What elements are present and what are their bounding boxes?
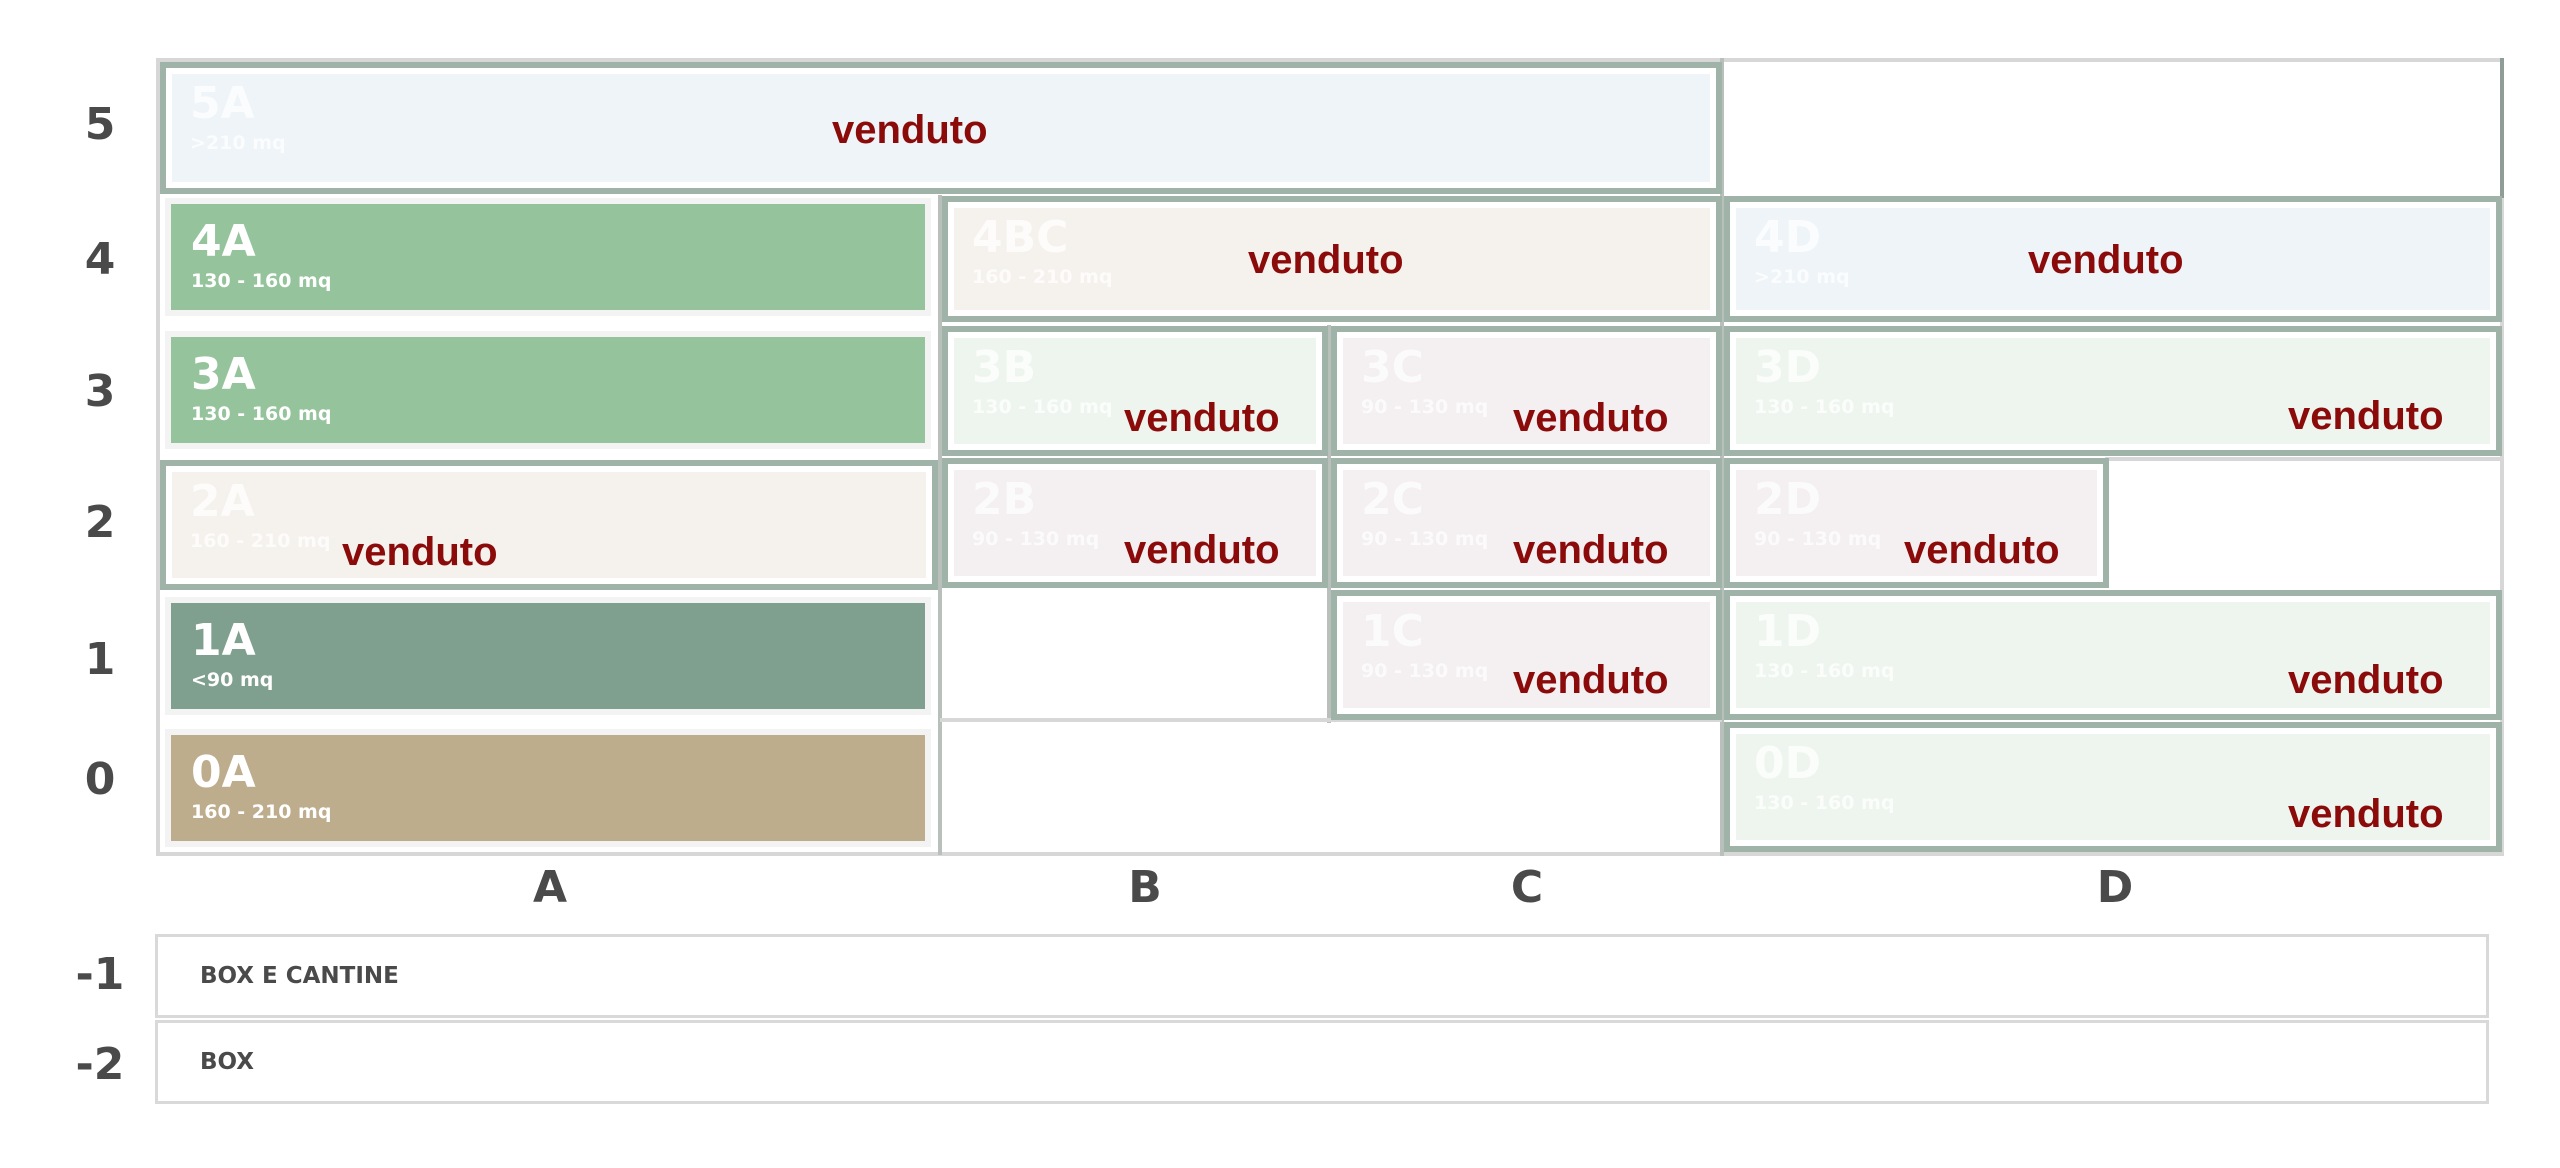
unit-code: 5A [190,78,255,129]
unit-code: 4BC [972,212,1069,263]
column-label-d: D [2096,862,2134,913]
floor-label-5: 5 [84,99,116,150]
unit-2C[interactable]: 2C 90 - 130 mq venduto [1331,458,1722,588]
unit-size: 90 - 130 mq [1361,660,1489,682]
basement-label: BOX E CANTINE [200,963,399,989]
unit-code: 3B [972,342,1037,393]
column-divider-cd [1720,58,1724,856]
unit-3B[interactable]: 3B 130 - 160 mq venduto [942,326,1328,456]
unit-2D[interactable]: 2D 90 - 130 mq venduto [1724,458,2109,588]
sold-tag: venduto [1124,528,1280,572]
basement-row-minus-2[interactable]: BOX [155,1020,2489,1104]
unit-0A[interactable]: 0A 160 - 210 mq [165,729,931,847]
unit-5A[interactable]: 5A >210 mq venduto [160,62,1722,194]
unit-1D[interactable]: 1D 130 - 160 mq venduto [1724,590,2502,720]
unit-size: 90 - 130 mq [1361,396,1489,418]
unit-code: 2B [972,474,1037,525]
sold-tag: venduto [342,530,498,574]
unit-code: 1D [1754,606,1822,657]
floor-label-1: 1 [84,634,116,685]
floor-label-minus-1: -1 [75,949,125,1000]
unit-size: >210 mq [190,132,286,154]
unit-size: 90 - 130 mq [1361,528,1489,550]
column-label-a: A [532,862,568,913]
unit-code: 2D [1754,474,1822,525]
unit-0D[interactable]: 0D 130 - 160 mq venduto [1724,722,2502,852]
unit-size: 130 - 160 mq [1754,660,1895,682]
column-label-b: B [1128,862,1162,913]
unit-3D[interactable]: 3D 130 - 160 mq venduto [1724,326,2502,456]
unit-code: 0D [1754,738,1822,789]
unit-size: 130 - 160 mq [191,270,332,292]
floor-label-minus-2: -2 [75,1039,125,1090]
basement-row-minus-1[interactable]: BOX E CANTINE [155,934,2489,1018]
floor-label-4: 4 [84,234,116,285]
floor-label-0: 0 [84,754,116,805]
unit-size: 90 - 130 mq [972,528,1100,550]
unit-code: 1A [191,615,256,666]
column-label-c: C [1510,862,1544,913]
unit-code: 4A [191,216,256,267]
unit-2A[interactable]: 2A 160 - 210 mq venduto [160,460,938,590]
unit-size: 130 - 160 mq [191,403,332,425]
unit-1C[interactable]: 1C 90 - 130 mq venduto [1331,590,1722,720]
unit-code: 3C [1361,342,1424,393]
unit-4BC[interactable]: 4BC 160 - 210 mq venduto [942,196,1722,322]
floor-label-3: 3 [84,366,116,417]
sold-tag: venduto [2288,792,2444,836]
unit-3C[interactable]: 3C 90 - 130 mq venduto [1331,326,1722,456]
unit-code: 3D [1754,342,1822,393]
unit-code: 1C [1361,606,1424,657]
unit-1A[interactable]: 1A <90 mq [165,597,931,715]
unit-code: 4D [1754,212,1822,263]
column-divider-bc [1327,325,1331,723]
unit-4A[interactable]: 4A 130 - 160 mq [165,198,931,316]
unit-code: 0A [191,747,256,798]
unit-size: 90 - 130 mq [1754,528,1882,550]
unit-size: <90 mq [191,669,274,691]
column-divider-ab [938,195,942,855]
unit-code: 2A [190,476,255,527]
basement-label: BOX [200,1049,254,1075]
unit-size: 130 - 160 mq [972,396,1113,418]
floor-divider-2d-h [2105,457,2503,461]
unit-size: 130 - 160 mq [1754,396,1895,418]
sold-tag: venduto [2288,394,2444,438]
sold-tag: venduto [1513,396,1669,440]
sold-tag: venduto [2288,658,2444,702]
floor-divider-1b [940,718,1722,722]
unit-size: 130 - 160 mq [1754,792,1895,814]
unit-4D[interactable]: 4D >210 mq venduto [1724,196,2502,322]
sold-tag: venduto [1124,396,1280,440]
unit-2B[interactable]: 2B 90 - 130 mq venduto [942,458,1328,588]
sold-tag: venduto [1513,528,1669,572]
unit-size: 160 - 210 mq [190,530,331,552]
floor-label-2: 2 [84,497,116,548]
sold-tag: venduto [1248,238,1404,282]
sold-tag: venduto [2028,238,2184,282]
unit-size: >210 mq [1754,266,1850,288]
sold-tag: venduto [1513,658,1669,702]
sold-tag: venduto [1904,528,2060,572]
unit-code: 2C [1361,474,1424,525]
unit-3A[interactable]: 3A 130 - 160 mq [165,331,931,449]
sold-tag: venduto [832,108,988,152]
unit-size: 160 - 210 mq [972,266,1113,288]
right-edge-floor-5 [2500,58,2504,198]
unit-code: 3A [191,349,256,400]
unit-size: 160 - 210 mq [191,801,332,823]
